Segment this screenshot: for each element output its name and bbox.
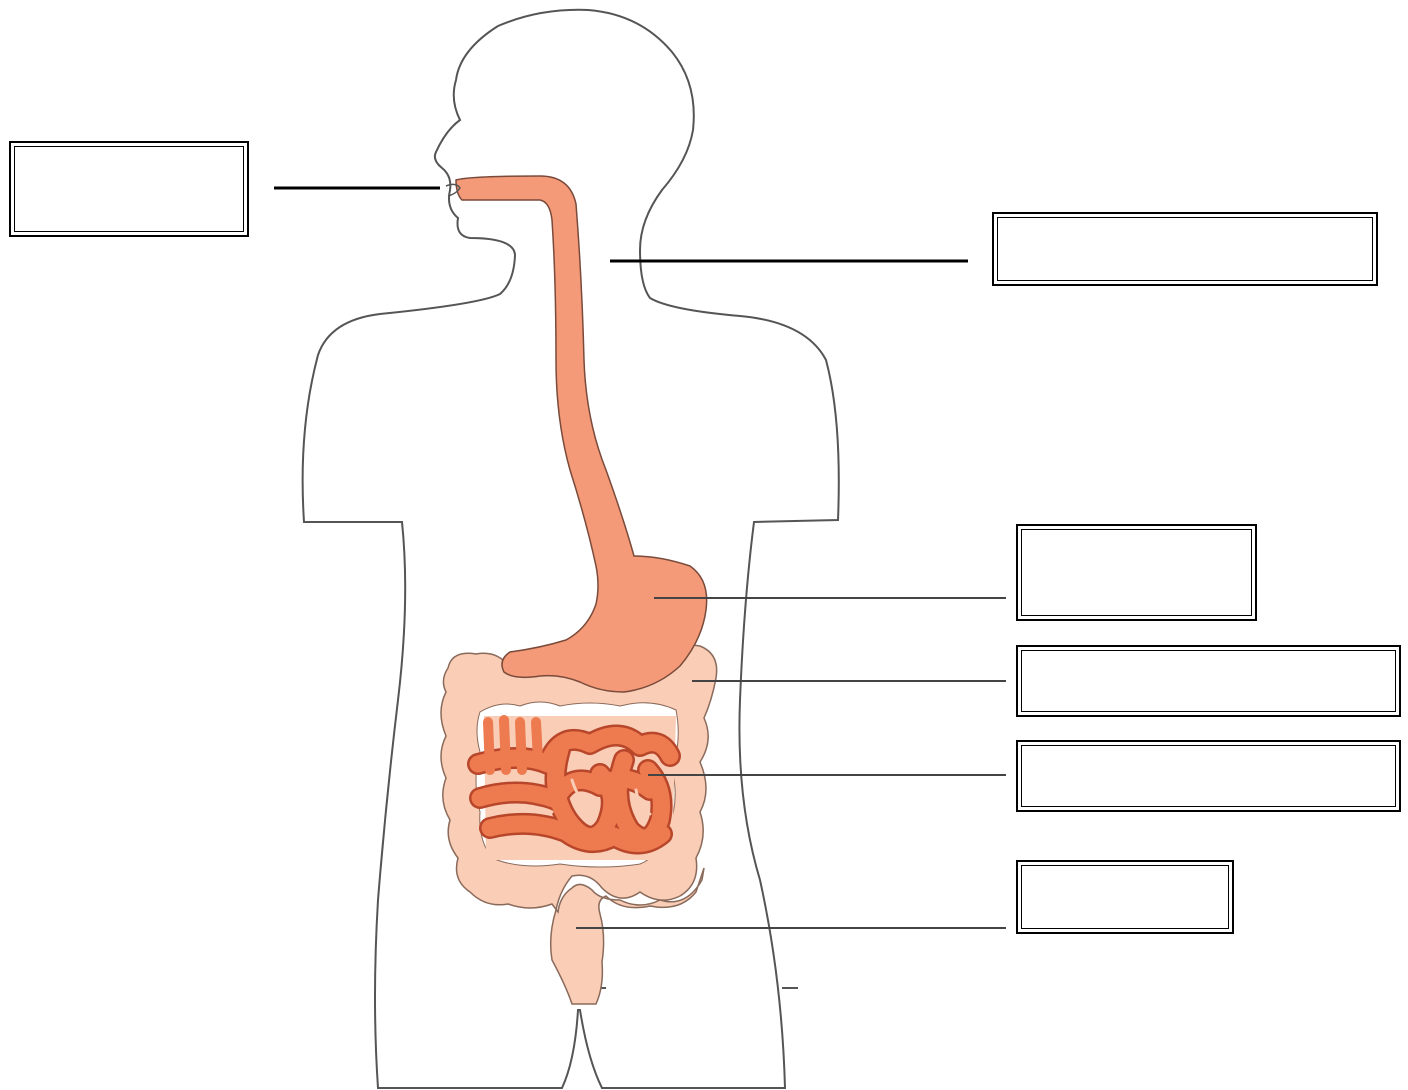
label-box-mouth[interactable] <box>9 141 249 237</box>
label-box-rectum[interactable] <box>1016 860 1234 934</box>
label-box-large-intestine[interactable] <box>1016 645 1401 717</box>
label-box-stomach[interactable] <box>1016 524 1257 621</box>
label-box-small-intestine[interactable] <box>1016 740 1401 812</box>
small-intestine <box>478 716 676 860</box>
label-box-esophagus[interactable] <box>992 212 1378 286</box>
